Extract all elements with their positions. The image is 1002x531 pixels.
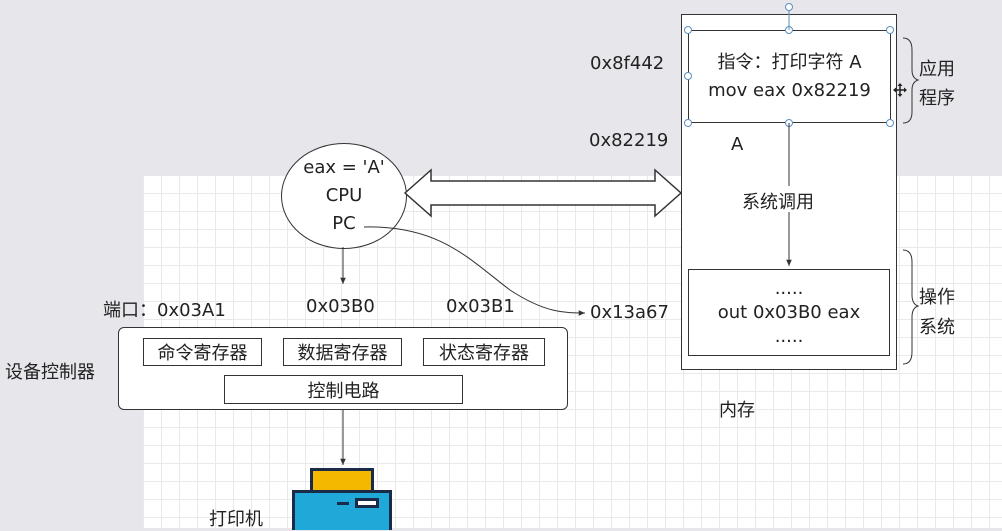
rotate-handle[interactable] bbox=[785, 3, 793, 11]
os-code-box[interactable]: ..... out 0x03B0 eax ..... bbox=[688, 269, 890, 356]
pc-pointer-arrow bbox=[363, 226, 586, 316]
app-instruction-text: 指令：打印字符 A bbox=[717, 51, 862, 73]
controller-label: 设备控制器 bbox=[5, 362, 95, 383]
cpu-eax-text: eax = 'A' bbox=[303, 157, 385, 178]
printer-paper bbox=[310, 468, 374, 494]
selection-handle[interactable] bbox=[684, 119, 692, 127]
status-register-label: 状态寄存器 bbox=[439, 343, 529, 364]
bracket-os-line1: 操作 bbox=[919, 287, 955, 308]
printer-icon bbox=[292, 468, 392, 530]
control-circuit-label: 控制电路 bbox=[307, 380, 380, 402]
port-label: 端口：0x03A1 bbox=[103, 300, 226, 321]
bracket-app-line2: 程序 bbox=[919, 88, 955, 109]
addr-data: 0x82219 bbox=[589, 130, 669, 151]
app-brace bbox=[902, 37, 920, 124]
selection-handle[interactable] bbox=[684, 72, 692, 80]
data-register[interactable]: 数据寄存器 bbox=[283, 338, 402, 366]
addr-app: 0x8f442 bbox=[590, 53, 665, 74]
os-ellipsis-top: ..... bbox=[774, 277, 804, 299]
control-circuit[interactable]: 控制电路 bbox=[224, 375, 463, 404]
os-out-text: out 0x03B0 eax bbox=[717, 301, 861, 323]
os-brace bbox=[902, 249, 920, 365]
printer-label: 打印机 bbox=[209, 509, 263, 530]
selection-handle[interactable] bbox=[886, 119, 894, 127]
bracket-app-line1: 应用 bbox=[919, 59, 955, 80]
move-cursor-icon bbox=[893, 83, 907, 97]
selection-handle[interactable] bbox=[684, 26, 692, 34]
bracket-os-line2: 系统 bbox=[919, 317, 955, 338]
syscall-label: 系统调用 bbox=[742, 188, 814, 214]
addr-os: 0x13a67 bbox=[590, 302, 669, 323]
selection-handle[interactable] bbox=[886, 26, 894, 34]
memory-label: 内存 bbox=[719, 400, 755, 421]
command-register-label: 命令寄存器 bbox=[157, 343, 248, 364]
data-value-a: A bbox=[731, 134, 744, 155]
data-register-label: 数据寄存器 bbox=[297, 343, 388, 364]
port-03b1: 0x03B1 bbox=[446, 296, 515, 317]
bus-double-arrow bbox=[403, 168, 683, 218]
cpu-label: CPU bbox=[325, 185, 363, 206]
os-ellipsis-bottom: ..... bbox=[774, 325, 804, 347]
cpu-pc-label: PC bbox=[332, 213, 356, 234]
command-register[interactable]: 命令寄存器 bbox=[143, 338, 262, 366]
status-register[interactable]: 状态寄存器 bbox=[423, 338, 545, 366]
port-03b0: 0x03B0 bbox=[306, 296, 375, 317]
printer-body bbox=[292, 490, 392, 530]
app-mov-text: mov eax 0x82219 bbox=[708, 79, 871, 101]
cpu-circle[interactable]: eax = 'A' CPU PC bbox=[281, 143, 407, 249]
